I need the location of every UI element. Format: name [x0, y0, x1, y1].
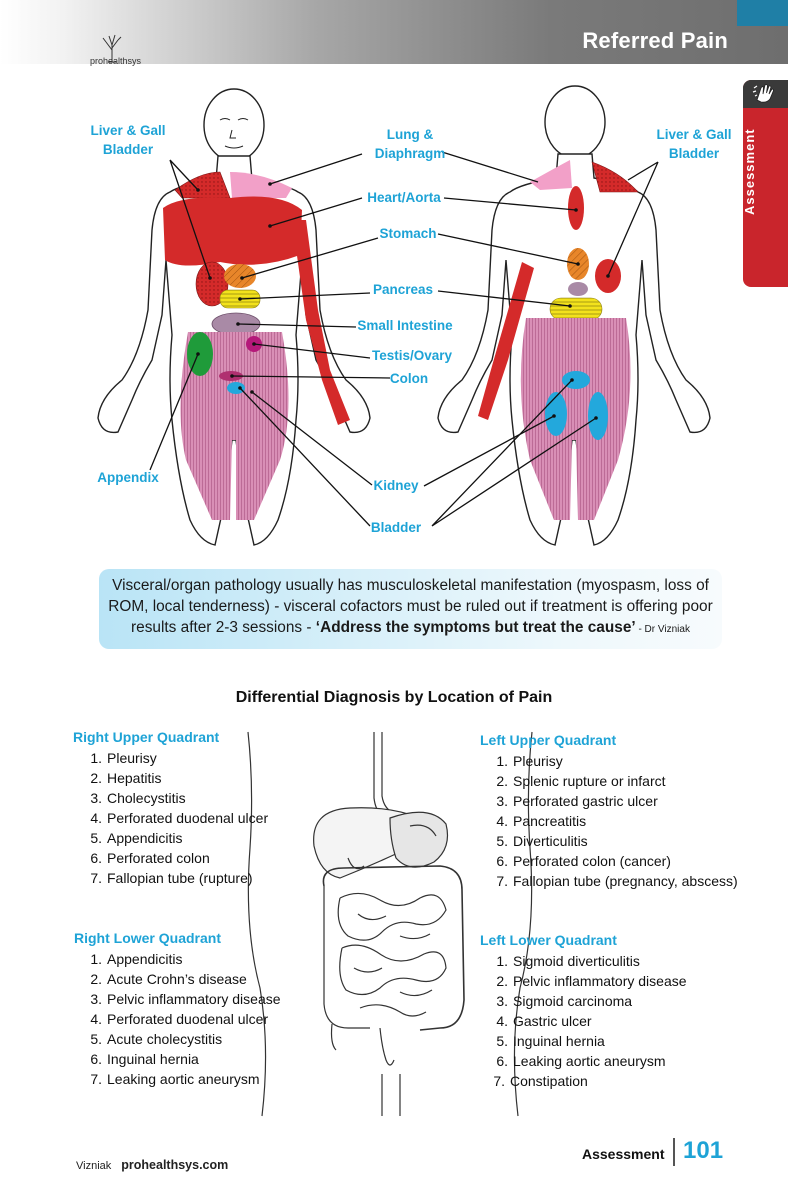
list-item: 1.Appendicitis — [90, 951, 183, 967]
ruq-title: Right Upper Quadrant — [73, 729, 220, 745]
list-item: 4.Perforated duodenal ulcer — [90, 1011, 269, 1027]
note-quote: ‘Address the symptoms but treat the caus… — [315, 619, 636, 636]
list-item: 1.Pleurisy — [90, 750, 157, 766]
header-accent — [737, 0, 788, 26]
list-item: 7.Fallopian tube (rupture) — [90, 870, 253, 886]
rlq-list: 1.Appendicitis 2.Acute Crohn’s disease 3… — [80, 949, 281, 1089]
list-item: 5.Appendicitis — [90, 830, 183, 846]
back-kidney-right-region — [588, 392, 608, 440]
luq-title: Left Upper Quadrant — [480, 732, 617, 748]
note-attribution: - Dr Vizniak — [635, 624, 690, 635]
ruq-list: 1.Pleurisy 2.Hepatitis 3.Cholecystitis 4… — [80, 748, 268, 888]
front-stomach-region — [224, 264, 256, 288]
list-item: 7.Fallopian tube (pregnancy, abscess) — [496, 873, 738, 889]
clinical-note: Visceral/organ pathology usually has mus… — [99, 569, 722, 649]
list-item: 7.Leaking aortic aneurysm — [90, 1071, 260, 1087]
label-liver-back: Liver & Gall Bladder — [656, 127, 732, 161]
header-band — [0, 0, 788, 64]
section-tab[interactable] — [743, 80, 788, 287]
luq-list: 1.Pleurisy 2.Splenic rupture or infarct … — [486, 751, 738, 891]
list-item: 1.Pleurisy — [496, 753, 563, 769]
footer-section-name: Assessment — [582, 1146, 665, 1162]
list-item: 2.Hepatitis — [90, 770, 162, 786]
list-item: 6.Perforated colon — [90, 850, 210, 866]
differential-title: Differential Diagnosis by Location of Pa… — [235, 689, 553, 706]
label-testis: Testis/Ovary — [371, 348, 453, 363]
label-heart: Heart/Aorta — [367, 190, 441, 205]
list-item: 4.Perforated duodenal ulcer — [90, 810, 269, 826]
footer-credit: Vizniak prohealthsys.com — [76, 1158, 228, 1172]
label-lung: Lung & Diaphragm — [374, 127, 446, 161]
page-title: Referred Pain — [582, 28, 728, 53]
label-liver-front: Liver & Gall Bladder — [90, 123, 166, 157]
back-lower-region — [520, 318, 631, 520]
back-pancreas-region — [549, 297, 603, 321]
list-item: 5.Inguinal hernia — [496, 1033, 605, 1049]
list-item: 4.Pancreatitis — [496, 813, 587, 829]
front-heart-region — [163, 196, 302, 266]
list-item: 3.Sigmoid carcinoma — [496, 993, 633, 1009]
label-pancreas: Pancreas — [372, 282, 434, 297]
list-item: 7.Constipation — [493, 1073, 588, 1089]
list-item: 6.Inguinal hernia — [90, 1051, 199, 1067]
list-item: 5.Diverticulitis — [496, 833, 588, 849]
back-heart-region — [568, 186, 584, 230]
label-small-intestine: Small Intestine — [357, 318, 453, 333]
list-item: 3.Cholecystitis — [90, 790, 186, 806]
back-small-intestine-region — [568, 282, 588, 296]
list-item: 4.Gastric ulcer — [496, 1013, 592, 1029]
llq-list: 1.Sigmoid diverticulitis 2.Pelvic inflam… — [486, 951, 687, 1091]
front-heart-arm-region — [292, 220, 350, 425]
list-item: 6.Perforated colon (cancer) — [496, 853, 671, 869]
page-number: 101 — [683, 1137, 724, 1164]
brand-logo-text: prohealthsys — [90, 56, 142, 66]
section-tab-label: Assessment — [742, 128, 757, 215]
list-item: 5.Acute cholecystitis — [90, 1031, 223, 1047]
label-appendix: Appendix — [97, 470, 159, 485]
front-bladder-region — [227, 382, 245, 394]
footer-author: Vizniak — [76, 1160, 112, 1172]
list-item: 2.Splenic rupture or infarct — [496, 773, 666, 789]
label-bladder: Bladder — [370, 520, 422, 535]
back-bladder-region — [562, 371, 590, 389]
footer-divider — [673, 1138, 675, 1166]
back-lung-region — [530, 160, 572, 190]
list-item: 2.Pelvic inflammatory disease — [496, 973, 687, 989]
back-liver-shoulder-region — [591, 161, 639, 193]
tree-logo-icon — [102, 34, 122, 63]
back-heart-arm-region — [478, 262, 534, 420]
rlq-title: Right Lower Quadrant — [74, 930, 221, 946]
footer-site-link[interactable]: prohealthsys.com — [121, 1158, 229, 1172]
label-colon: Colon — [389, 371, 429, 386]
front-liver-region — [195, 261, 229, 307]
note-text: Visceral/organ pathology usually has mus… — [108, 577, 713, 636]
front-liver-shoulder-region — [174, 171, 231, 199]
referred-pain-diagram — [97, 85, 711, 546]
label-stomach: Stomach — [379, 226, 437, 241]
list-item: 6.Leaking aortic aneurysm — [496, 1053, 666, 1069]
llq-title: Left Lower Quadrant — [480, 932, 617, 948]
front-lung-region — [230, 172, 292, 198]
label-kidney: Kidney — [373, 478, 419, 493]
front-appendix-region — [187, 332, 213, 376]
list-item: 3.Perforated gastric ulcer — [496, 793, 658, 809]
list-item: 1.Sigmoid diverticulitis — [496, 953, 640, 969]
abdominal-organs-illustration — [247, 731, 533, 1117]
front-pelvis-region — [180, 332, 289, 520]
list-item: 2.Acute Crohn’s disease — [90, 971, 247, 987]
back-kidney-left-region — [545, 392, 567, 436]
list-item: 3.Pelvic inflammatory disease — [90, 991, 281, 1007]
hand-icon — [752, 84, 774, 103]
